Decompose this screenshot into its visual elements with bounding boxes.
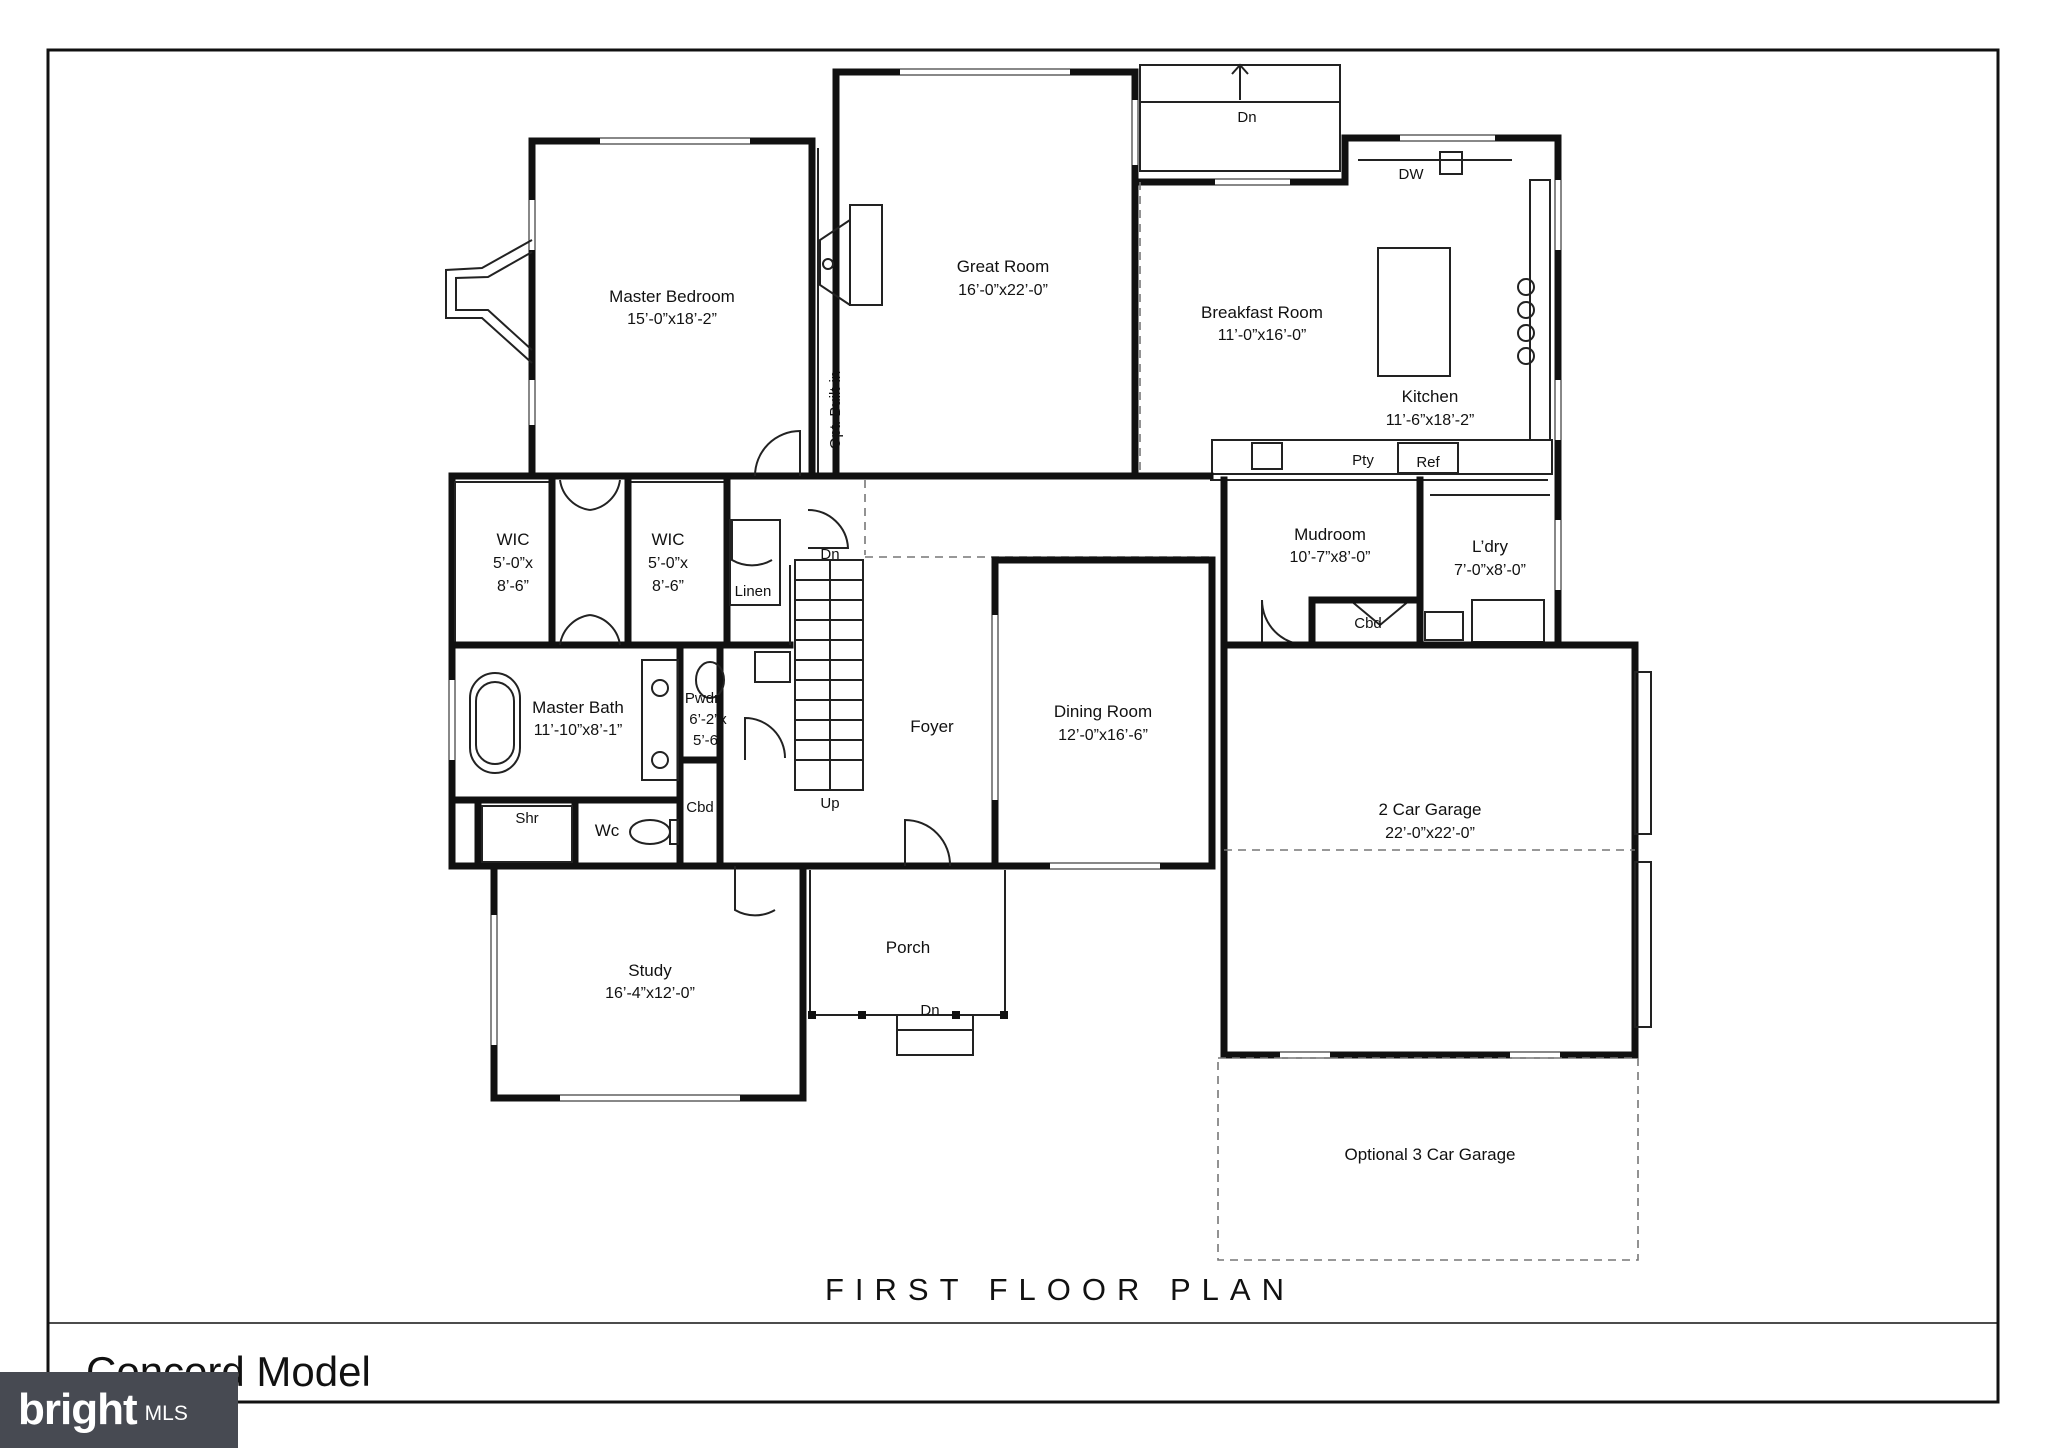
label-master-bedroom: Master Bedroom bbox=[609, 287, 735, 306]
dims-garage: 22’-0”x22’-0” bbox=[1385, 825, 1475, 842]
dims1-powder: 6’-2”x bbox=[689, 711, 727, 728]
label-breakfast-room: Breakfast Room bbox=[1201, 303, 1323, 322]
label-stair-down: Dn bbox=[820, 546, 839, 563]
label-dining-room: Dining Room bbox=[1054, 702, 1152, 721]
label-porch: Porch bbox=[886, 938, 930, 957]
label-stair-up: Up bbox=[820, 795, 839, 812]
dims-master-bedroom: 15’-0”x18’-2” bbox=[627, 311, 717, 328]
dims1-wic-right: 5’-0”x bbox=[648, 555, 688, 572]
label-master-bath: Master Bath bbox=[532, 698, 624, 717]
label-garage: 2 Car Garage bbox=[1379, 800, 1482, 819]
garage-walls bbox=[1220, 641, 1652, 1059]
dims-great-room: 16’-0”x22’-0” bbox=[958, 282, 1048, 299]
label-foyer: Foyer bbox=[910, 717, 954, 736]
dining-room-walls bbox=[991, 556, 1216, 870]
master-bath-walls bbox=[448, 641, 791, 870]
bright-mls-watermark: bright MLS bbox=[0, 1372, 238, 1448]
dims-dining-room: 12’-0”x16’-6” bbox=[1058, 727, 1148, 744]
label-cbd-mudroom: Cbd bbox=[1354, 615, 1382, 632]
label-dishwasher: DW bbox=[1399, 166, 1425, 183]
study-walls bbox=[490, 866, 807, 1102]
label-wc: Wc bbox=[595, 821, 620, 840]
label-pantry: Pty bbox=[1352, 452, 1374, 469]
fixture-labels: Dn DW Pty Ref Opt. Built-in Dn Up Dn bbox=[820, 109, 1440, 1019]
label-study: Study bbox=[628, 961, 672, 980]
dims1-wic-left: 5’-0”x bbox=[493, 555, 533, 572]
main-stairs bbox=[794, 559, 864, 791]
brand-word: bright bbox=[18, 1385, 138, 1434]
dims-mudroom: 10’-7”x8’-0” bbox=[1290, 549, 1371, 566]
dims2-wic-left: 8’-6” bbox=[497, 578, 529, 595]
porch-outline bbox=[808, 870, 1008, 1056]
dims-kitchen: 11’-6”x18’-2” bbox=[1386, 412, 1475, 429]
deck-stairs bbox=[1139, 63, 1341, 172]
kitchen-walls bbox=[1131, 134, 1562, 484]
room-labels: Master Bedroom 15’-0”x18’-2” Great Room … bbox=[493, 257, 1526, 1164]
dims2-wic-right: 8’-6” bbox=[652, 578, 684, 595]
label-optional-garage: Optional 3 Car Garage bbox=[1344, 1145, 1515, 1164]
label-built-in: Opt. Built-in bbox=[827, 371, 844, 449]
label-porch-steps: Dn bbox=[920, 1002, 939, 1019]
label-linen: Linen bbox=[735, 583, 772, 600]
dims-master-bath: 11’-10”x8’-1” bbox=[534, 722, 623, 739]
master-bedroom-walls bbox=[445, 137, 816, 480]
dims-study: 16’-4”x12’-0” bbox=[605, 985, 695, 1002]
dims-laundry: 7’-0”x8’-0” bbox=[1454, 562, 1526, 579]
label-refrigerator: Ref bbox=[1416, 454, 1440, 471]
label-mudroom: Mudroom bbox=[1294, 525, 1366, 544]
brand-suffix: MLS bbox=[144, 1402, 188, 1425]
optional-garage-outline bbox=[1217, 1057, 1639, 1261]
label-great-room: Great Room bbox=[957, 257, 1050, 276]
sheet-border bbox=[46, 48, 2000, 1404]
label-wic-left: WIC bbox=[496, 530, 529, 549]
label-laundry: L’dry bbox=[1472, 537, 1508, 556]
label-wic-right: WIC bbox=[651, 530, 684, 549]
label-cbd-hall: Cbd bbox=[686, 799, 714, 816]
label-shower: Shr bbox=[515, 810, 538, 827]
label-kitchen: Kitchen bbox=[1402, 387, 1459, 406]
sheet-title: FIRST FLOOR PLAN bbox=[825, 1272, 1295, 1307]
door-swings bbox=[559, 429, 1411, 917]
dims-breakfast-room: 11’-0”x16’-0” bbox=[1218, 327, 1307, 344]
label-deck-stairs: Dn bbox=[1237, 109, 1256, 126]
label-powder: Pwdr bbox=[685, 690, 719, 707]
dims2-powder: 5’-6” bbox=[693, 732, 723, 749]
